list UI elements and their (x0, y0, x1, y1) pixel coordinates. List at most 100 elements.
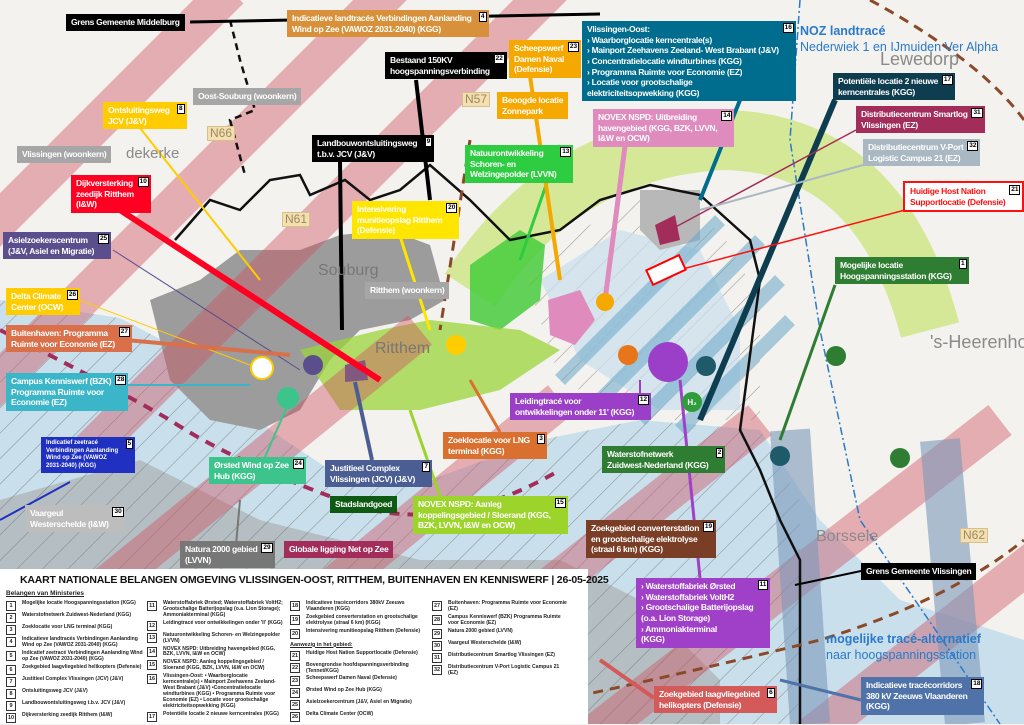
legend-item-text: Indicatieve landtracés Verbindingen Aanl… (22, 636, 138, 648)
legend-number-badge: 11 (147, 601, 157, 611)
callout-text: › Grootschalige Batterijopslag (641, 602, 754, 613)
callout-text: Distributiecentrum V-Port (868, 142, 964, 152)
callout-text: Distributiecentrum Smartlog (861, 109, 968, 119)
callout-text: 380 kV Zeeuws Vlaanderen (866, 690, 968, 701)
number-badge: 15 (554, 498, 566, 508)
noz-landtrace-label: NOZ landtracé Nederwiek 1 en IJmuiden Ve… (800, 24, 998, 55)
number-badge: 31 (971, 108, 983, 118)
callout-text: Campus Kenniswerf (BZK) (11, 376, 112, 386)
callout-text: (KGG) (641, 634, 665, 645)
windturbine-bands (555, 215, 795, 435)
callout-text: Zonnepark (502, 105, 543, 116)
callout-text: Vlissingen (EZ) (861, 119, 918, 130)
callout-text: (J&V, Asiel en Migratie) (8, 245, 95, 256)
legend-number-badge: 18 (290, 601, 300, 611)
callout-text: Vaargeul (30, 508, 64, 518)
callout-text: helikopters (Defensie) (659, 699, 742, 710)
callout-globale-ligging-net-op-zee: Globale ligging Net op Zee (284, 541, 394, 558)
legend-item: 10 Dijkversterking zeedijk Ritthem (I&W) (6, 711, 144, 723)
legend-column: 11 Waterstoffabriek Ørsted; Waterstoffabr… (147, 600, 285, 724)
legend-item-text: NOVEX NSPD: Uitbreiding havengebied (KGG… (163, 645, 276, 658)
map-markers: H₂ (250, 253, 910, 468)
number-badge: 18 (971, 679, 983, 689)
callout-text: › Waarborglocatie kerncentrale(s) (587, 34, 712, 45)
callout-text: Indicatieve tracécorridors (866, 680, 963, 690)
legend-item-text: Mogelijke locatie Hoogspanningsstation (… (22, 600, 136, 606)
road-n61: N61 (282, 212, 311, 228)
callout-text: Economie (EZ) (11, 397, 67, 408)
callout-text: Welzingepolder (LVVN) (470, 169, 557, 180)
legend-item-text: Waterstoffabriek Ørsted; Waterstoffabrie… (163, 600, 283, 618)
callout-text: munitieopslag Ritthem (357, 214, 443, 225)
callout-text: elektriciteitsopwekking (KGG) (587, 87, 700, 98)
callout-item-25: Asielzoekerscentrum(J&V, Asiel en Migrat… (3, 232, 112, 260)
legend-number-badge: 4 (6, 637, 16, 647)
legend-column: 1 Mogelijke locatie Hoogspanningsstation … (6, 600, 144, 725)
legend-number-badge: 23 (290, 676, 300, 687)
delta-climate-logo (250, 356, 274, 380)
legend-number-badge: 2 (6, 613, 16, 623)
callout-text: › Ammoniakterminal (641, 623, 717, 634)
callout-text: (KGG) (866, 701, 890, 712)
callout-text: zeedijk Ritthem (76, 188, 134, 199)
callout-text: Buitenhaven: Programma (11, 328, 108, 338)
legend-number-badge: 10 (6, 712, 16, 723)
legend-item-text: Natuurontwikkeling Schoren- en Welzingep… (163, 631, 281, 644)
callout-text: Wind op Zee (VAWOZ 2031-2040) (KGG) (292, 23, 441, 34)
house-icon (303, 355, 323, 375)
callout-text: Ritthem (woonkern) (370, 285, 445, 295)
callout-text: Westerschelde (I&W) (30, 518, 109, 529)
road-n66: N66 (207, 126, 236, 142)
callout-text: Intensivering (357, 204, 407, 214)
legend-item: 1 Mogelijke locatie Hoogspanningsstation … (6, 600, 144, 611)
legend-item: 4 Indicatieve landtracés Verbindingen Aan… (6, 636, 144, 649)
legend-item: 11 Waterstoffabriek Ørsted; Waterstoffabr… (147, 600, 285, 619)
callout-text: Delta Climate (11, 291, 61, 301)
callout-oost-souburg-woonkern-: Oost-Souburg (woonkern) (193, 88, 302, 105)
legend-present-header: Aanwezig in het gebied: (290, 641, 353, 648)
road-n62: N62 (960, 528, 989, 544)
trace-alternative-label: mogelijke tracé-alternatief naar hoogspa… (826, 632, 981, 663)
place-s-heerenhoek: 's-Heerenhoek (930, 332, 1024, 352)
number-badge: 14 (721, 111, 733, 121)
number-badge: 30 (112, 507, 124, 517)
legend-number-badge: 1 (6, 601, 16, 611)
callout-text: Programma Ruimte voor (11, 386, 104, 397)
callout-text: Zuidwest-Nederland (KGG) (607, 459, 709, 470)
number-badge: 23 (567, 42, 580, 52)
noz-title: NOZ landtracé (800, 24, 886, 38)
callout-text: Zoekgebied laagvliegebied (659, 689, 760, 699)
callout-text: Damen Naval (514, 53, 565, 64)
legend-number-badge: 16 (147, 674, 157, 685)
callout-text: Verbindingen Aanlanding (46, 447, 119, 454)
callout-text: Supportlocatie (Defensie) (910, 196, 1006, 207)
legend-item-text: Intensivering munitieopslag Ritthem (Def… (306, 627, 421, 634)
callout-text: ontwikkelingen onder 11' (KGG) (515, 406, 635, 417)
callout-text: Beoogde locatie (502, 95, 564, 105)
legend-item-text: Distributiecentrum V-Port Logistic Campu… (448, 663, 560, 676)
legend-item-text: Asielzoekercentrum (J&V, Asiel en Migrat… (306, 699, 412, 706)
legend-number-badge: 17 (147, 711, 157, 722)
callout-text: › Waterstoffabriek Ørsted (641, 581, 736, 591)
legend-number-badge: 9 (6, 700, 16, 711)
legend-item-text: Dijkversterking zeedijk Ritthem (I&W) (22, 711, 113, 718)
callout-text: Mogelijke locatie (840, 260, 903, 270)
host-nation-marker (644, 253, 688, 287)
callout-text: (Defensie) (514, 64, 553, 75)
